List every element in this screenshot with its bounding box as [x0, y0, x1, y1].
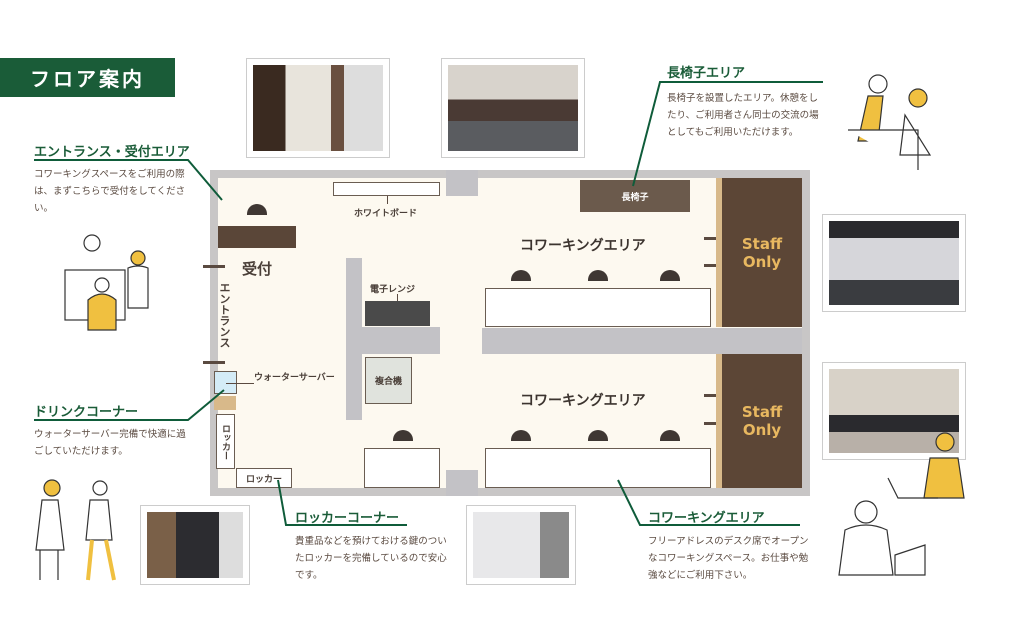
desk [485, 448, 711, 488]
cowork-area-top-label: コワーキングエリア [520, 238, 646, 254]
desk [364, 448, 440, 488]
whiteboard [333, 182, 440, 196]
pillar [446, 470, 478, 496]
bench-photo [441, 58, 585, 158]
entrance-door-mark [203, 361, 225, 364]
drink-heading: ドリンクコーナー [34, 405, 139, 420]
drink-shelf [214, 396, 236, 410]
partition-wall [346, 258, 362, 420]
bench-heading: 長椅子エリア [667, 66, 746, 81]
staff-only-room-top: Staff Only [716, 178, 802, 327]
cowork-heading: コワーキングエリア [648, 511, 765, 526]
chair [393, 430, 413, 441]
chair [511, 270, 531, 281]
drink-photo [140, 505, 250, 585]
locker-desc: 貴重品などを預けておける鍵のついたロッカーを完備しているので安心です。 [295, 536, 447, 581]
reception-label: 受付 [242, 260, 273, 278]
microwave [365, 301, 430, 326]
chair [588, 430, 608, 441]
entrance-heading: エントランス・受付エリア [34, 145, 190, 160]
people-illustrations [35, 74, 965, 581]
chair [247, 204, 267, 215]
pillar [446, 170, 478, 196]
entrance-photo [246, 58, 390, 158]
chair [511, 430, 531, 441]
reception-desk [218, 226, 296, 248]
door-mark [704, 237, 720, 240]
water-server-label: ウォーターサーバー [254, 373, 335, 383]
chair [588, 270, 608, 281]
bench: 長椅子 [580, 180, 690, 212]
door-mark [704, 422, 720, 425]
whiteboard-label: ホワイトボード [354, 209, 418, 219]
cowork-desc: フリーアドレスのデスク席でオープンなコワーキングスペース。お仕事や勉強などにご利… [648, 536, 809, 581]
leader [387, 196, 388, 204]
water-server [214, 371, 237, 394]
cowork-photo-1 [822, 214, 966, 312]
partition-wall [482, 328, 802, 354]
copier: 複合機 [365, 357, 412, 404]
chair [660, 430, 680, 441]
locker-heading: ロッカーコーナー [295, 511, 400, 526]
door-mark [704, 264, 720, 267]
entrance-desc: コワーキングスペースをご利用の際は、まずこちらで受付をしてください。 [34, 169, 186, 214]
locker-photo [466, 505, 576, 585]
locker-vertical: ロッカー [216, 414, 235, 469]
door-mark [704, 394, 720, 397]
cowork-area-bottom-label: コワーキングエリア [520, 393, 646, 409]
microwave-label: 電子レンジ [370, 285, 416, 295]
leader [397, 294, 398, 302]
entrance-door-mark [203, 265, 225, 268]
partition-wall [362, 327, 440, 354]
staff-only-room-bottom: Staff Only [716, 354, 802, 488]
desk [485, 288, 711, 327]
drink-desc: ウォーターサーバー完備で快適に過ごしていただけます。 [34, 429, 186, 457]
chair [660, 270, 680, 281]
leader [226, 383, 254, 384]
page-title: フロア案内 [0, 58, 175, 97]
entrance-label: エントランス [218, 282, 231, 348]
bench-desc: 長椅子を設置したエリア。休憩をしたり、ご利用者さん同士の交流の場としてもご利用い… [667, 93, 819, 138]
